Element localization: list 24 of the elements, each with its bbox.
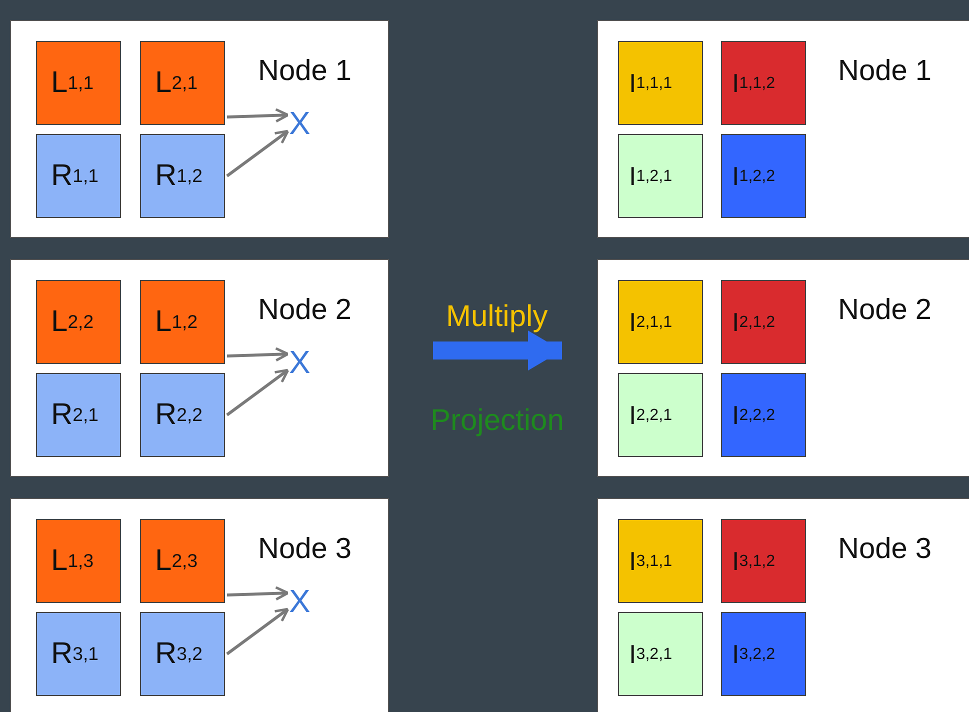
operation-label: Multiply (446, 300, 548, 334)
node-heading: Node 2 (838, 294, 932, 327)
arrow (226, 608, 290, 656)
multiply-symbol: X (289, 346, 310, 378)
multiply-symbol: X (289, 585, 310, 617)
arrow (226, 368, 290, 416)
arrow (226, 108, 290, 123)
node-heading: Node 2 (258, 294, 352, 327)
node-heading: Node 3 (838, 533, 932, 566)
node-panel (10, 20, 389, 238)
multiply-symbol: X (289, 107, 310, 139)
node-heading: Node 1 (838, 55, 932, 88)
node-panel (10, 498, 389, 712)
arrow (226, 347, 290, 362)
node-panel (597, 259, 969, 477)
node-panel (10, 259, 389, 477)
arrow (226, 130, 290, 178)
node-heading: Node 1 (258, 55, 352, 88)
node-panel (597, 20, 969, 238)
operation-label: Projection (430, 404, 564, 438)
arrow (433, 330, 562, 371)
node-panel (597, 498, 969, 712)
node-heading: Node 3 (258, 533, 352, 566)
arrow (226, 586, 290, 601)
